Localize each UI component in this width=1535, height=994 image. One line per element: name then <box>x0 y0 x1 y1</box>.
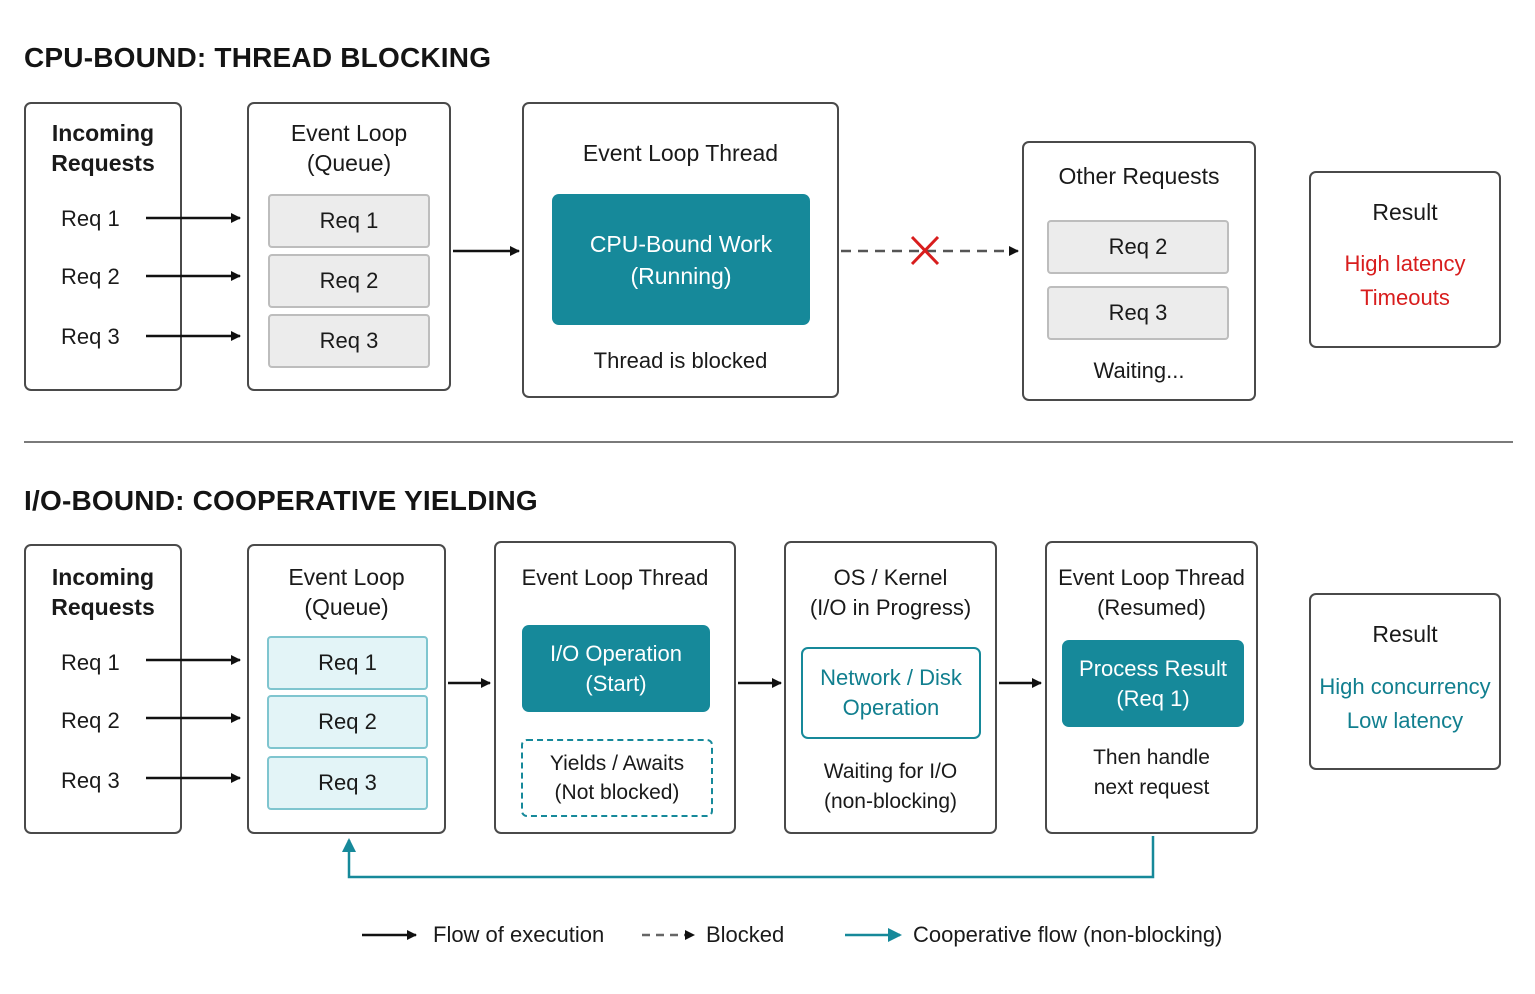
cpu-result-timeouts: Timeouts <box>1360 285 1450 310</box>
io-result-low-latency: Low latency <box>1346 708 1464 733</box>
io-incoming-req-1: Req 1 <box>61 650 120 675</box>
legend-flow-label: Flow of execution <box>433 922 605 947</box>
io-queue-req-3: Req 3 <box>267 756 428 810</box>
cpu-other-title: Other Requests <box>1058 163 1220 189</box>
io-kernel-box: OS / Kernel (I/O in Progress) Network / … <box>784 541 997 834</box>
io-kernel-waiting-note: Waiting for I/O (non-blocking) <box>823 760 958 813</box>
cpu-result-title: Result <box>1372 199 1438 225</box>
cpu-thread-title: Event Loop Thread <box>582 140 779 166</box>
cpu-queue-title: Event Loop (Queue) <box>290 120 408 176</box>
cpu-other-req-2: Req 2 <box>1047 220 1229 274</box>
cpu-thread-box: Event Loop Thread CPU-Bound Work (Runnin… <box>522 102 839 398</box>
cpu-queue-req-2: Req 2 <box>268 254 430 308</box>
io-resumed-next-note: Then handle next request <box>1093 746 1210 799</box>
io-process-result-block: Process Result (Req 1) <box>1062 640 1244 727</box>
blocked-x-icon <box>910 235 940 266</box>
cpu-incoming-box: Incoming Requests Req 1 Req 2 Req 3 <box>24 102 182 391</box>
io-incoming-req-2: Req 2 <box>61 708 120 733</box>
cpu-thread-blocked-note: Thread is blocked <box>593 348 768 373</box>
io-thread-box: Event Loop Thread I/O Operation (Start) … <box>494 541 736 834</box>
io-cooperative-loopback-arrow <box>342 836 1155 879</box>
cpu-other-requests-box: Other Requests Req 2 Req 3 Waiting... <box>1022 141 1256 401</box>
io-incoming-req-3: Req 3 <box>61 768 120 793</box>
cpu-bound-work-block: CPU-Bound Work (Running) <box>552 194 810 325</box>
io-queue-title: Event Loop (Queue) <box>288 564 405 620</box>
io-thread-title: Event Loop Thread <box>521 565 709 590</box>
cpu-result-box: Result High latency Timeouts <box>1309 171 1501 348</box>
io-incoming-box: Incoming Requests Req 1 Req 2 Req 3 <box>24 544 182 834</box>
legend-cooperative-label: Cooperative flow (non-blocking) <box>913 922 1223 947</box>
cpu-incoming-req-1: Req 1 <box>61 206 120 231</box>
io-operation-start-block: I/O Operation (Start) <box>522 625 710 712</box>
io-incoming-title: Incoming Requests <box>51 564 155 620</box>
cpu-incoming-req-3: Req 3 <box>61 324 120 349</box>
io-queue-box: Event Loop (Queue) Req 1 Req 2 Req 3 <box>247 544 446 834</box>
cpu-result-high-latency: High latency <box>1344 251 1466 276</box>
cpu-queue-box: Event Loop (Queue) Req 1 Req 2 Req 3 <box>247 102 451 391</box>
legend-blocked-label: Blocked <box>706 922 785 947</box>
io-resumed-title: Event Loop Thread (Resumed) <box>1058 565 1245 620</box>
io-result-title: Result <box>1372 621 1438 647</box>
io-yields-awaits-block: Yields / Awaits (Not blocked) <box>521 739 713 817</box>
cpu-incoming-title: Incoming Requests <box>51 120 155 176</box>
cpu-other-waiting-note: Waiting... <box>1093 358 1185 383</box>
io-network-disk-operation: Network / Disk Operation <box>801 647 981 739</box>
cpu-queue-req-1: Req 1 <box>268 194 430 248</box>
section-divider <box>24 441 1513 443</box>
io-result-high-concurrency: High concurrency <box>1319 674 1491 699</box>
cpu-other-req-3: Req 3 <box>1047 286 1229 340</box>
io-section-title: I/O-BOUND: COOPERATIVE YIELDING <box>24 485 538 516</box>
io-queue-req-1: Req 1 <box>267 636 428 690</box>
cpu-queue-req-3: Req 3 <box>268 314 430 368</box>
io-queue-req-2: Req 2 <box>267 695 428 749</box>
cpu-section-title: CPU-BOUND: THREAD BLOCKING <box>24 42 492 73</box>
io-kernel-title: OS / Kernel (I/O in Progress) <box>809 565 972 620</box>
cpu-incoming-req-2: Req 2 <box>61 264 120 289</box>
io-result-box: Result High concurrency Low latency <box>1309 593 1501 770</box>
io-resumed-box: Event Loop Thread (Resumed) Process Resu… <box>1045 541 1258 834</box>
